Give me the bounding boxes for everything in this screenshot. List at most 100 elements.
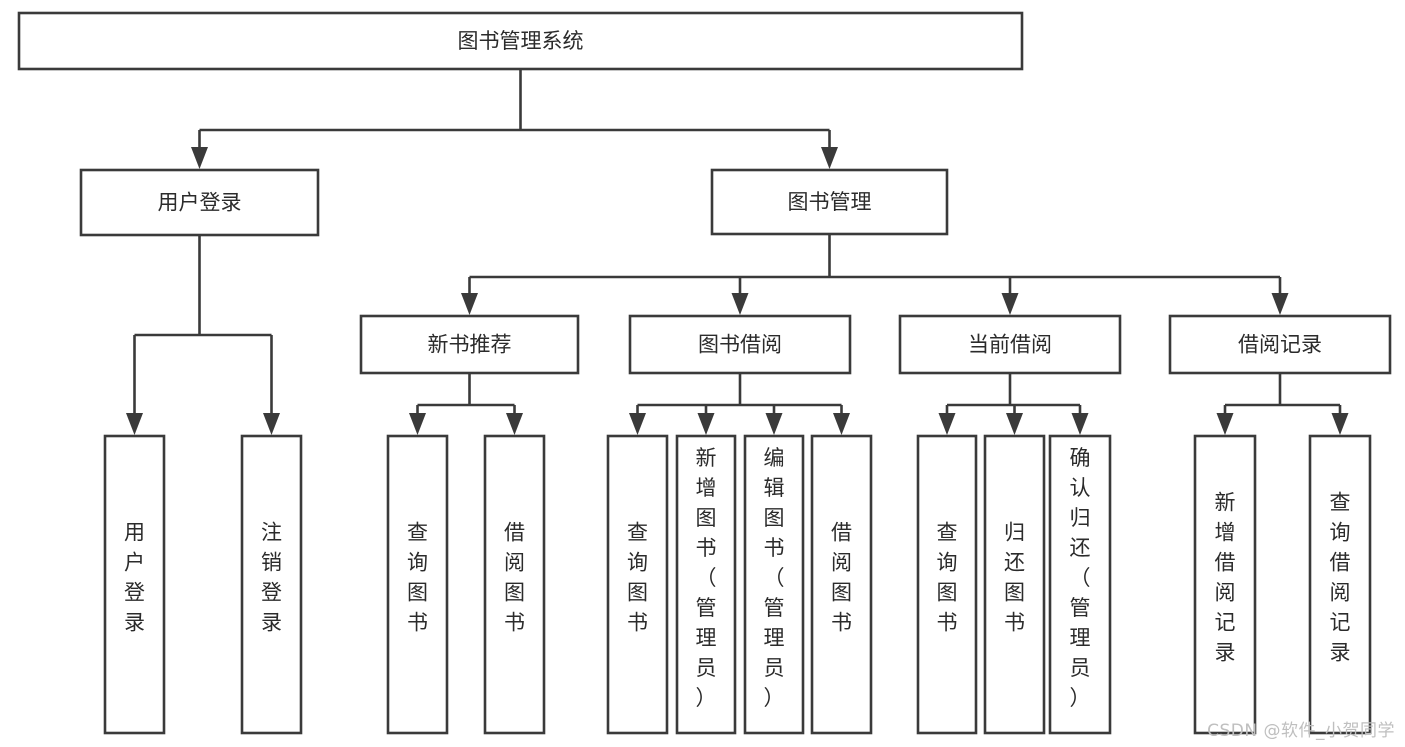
node-box-leaf-add-record[interactable] — [1193, 434, 1257, 735]
arrow-head-icon — [461, 293, 478, 315]
node-label-borrow-record: 借阅记录 — [1238, 333, 1322, 357]
edge-root-to-book-manage — [821, 130, 838, 169]
node-label-user-login: 用户登录 — [158, 191, 242, 215]
node-leaf-borrow-book-2[interactable]: 借阅图书 — [810, 434, 873, 735]
node-label-leaf-add-book: 新增图书（管理员） — [696, 446, 717, 710]
edge-root-to-user-login — [191, 130, 208, 169]
edge-current-borrow-to-leaf-confirm-return — [1071, 405, 1089, 435]
node-leaf-borrow-book-1[interactable]: 借阅图书 — [483, 434, 546, 735]
node-leaf-edit-book[interactable]: 编辑图书（管理员） — [743, 434, 805, 735]
node-leaf-query-book-1[interactable]: 查询图书 — [386, 434, 449, 735]
node-label-leaf-borrow-book-2: 借阅图书 — [831, 521, 852, 635]
arrow-head-icon — [731, 293, 749, 315]
node-root[interactable]: 图书管理系统 — [17, 11, 1024, 71]
arrow-head-icon — [191, 147, 208, 169]
node-box-book-manage[interactable] — [710, 168, 949, 236]
node-leaf-confirm-return[interactable]: 确认归还（管理员） — [1048, 434, 1112, 735]
node-box-leaf-borrow-book-1[interactable] — [483, 434, 546, 735]
edge-current-borrow-to-leaf-query-book-3 — [938, 405, 956, 435]
node-box-leaf-add-book[interactable] — [675, 434, 737, 735]
arrow-head-icon — [1271, 293, 1289, 315]
arrow-head-icon — [409, 413, 426, 435]
node-box-leaf-query-record[interactable] — [1308, 434, 1372, 735]
node-box-leaf-borrow-book-2[interactable] — [810, 434, 873, 735]
arrow-head-icon — [1331, 413, 1349, 435]
node-box-leaf-user-login[interactable] — [103, 434, 166, 735]
arrow-head-icon — [821, 147, 838, 169]
bus-user-login — [134, 235, 272, 337]
node-label-leaf-borrow-book-1: 借阅图书 — [504, 521, 525, 635]
node-label-book-manage: 图书管理 — [788, 190, 872, 214]
arrow-head-icon — [697, 413, 715, 435]
node-label-leaf-logout: 注销登录 — [261, 521, 282, 635]
node-leaf-logout[interactable]: 注销登录 — [240, 434, 303, 735]
edge-book-manage-to-new-book-rec — [461, 277, 478, 315]
node-leaf-user-login[interactable]: 用户登录 — [103, 434, 166, 735]
edge-book-manage-to-book-borrow — [731, 277, 749, 315]
bus-borrow-record — [1225, 373, 1340, 407]
node-label-leaf-user-login: 用户登录 — [124, 521, 145, 635]
bus-root — [199, 69, 830, 132]
node-label-leaf-query-record: 查询借阅记录 — [1330, 491, 1351, 665]
edge-borrow-record-to-leaf-query-record — [1331, 405, 1349, 435]
arrow-head-icon — [1216, 413, 1234, 435]
node-box-leaf-query-book-3[interactable] — [916, 434, 978, 735]
bus-current-borrow — [947, 373, 1080, 407]
node-leaf-query-book-3[interactable]: 查询图书 — [916, 434, 978, 735]
edge-book-borrow-to-leaf-query-book-2 — [629, 405, 646, 435]
edge-borrow-record-to-leaf-add-record — [1216, 405, 1234, 435]
edge-book-manage-to-current-borrow — [1001, 277, 1019, 315]
node-label-new-book-rec: 新书推荐 — [428, 333, 512, 357]
node-box-root[interactable] — [17, 11, 1024, 71]
node-book-borrow[interactable]: 图书借阅 — [628, 314, 852, 375]
node-box-new-book-rec[interactable] — [359, 314, 580, 375]
node-box-leaf-confirm-return[interactable] — [1048, 434, 1112, 735]
node-layer: 图书管理系统用户登录图书管理新书推荐图书借阅当前借阅借阅记录用户登录注销登录查询… — [17, 11, 1392, 735]
node-new-book-rec[interactable]: 新书推荐 — [359, 314, 580, 375]
node-box-leaf-edit-book[interactable] — [743, 434, 805, 735]
bus-new-book-rec — [417, 373, 515, 407]
edge-user-login-to-leaf-logout — [263, 335, 280, 435]
node-box-user-login[interactable] — [79, 168, 320, 237]
node-box-borrow-record[interactable] — [1168, 314, 1392, 375]
node-leaf-query-record[interactable]: 查询借阅记录 — [1308, 434, 1372, 735]
node-label-book-borrow: 图书借阅 — [698, 333, 782, 357]
arrow-head-icon — [833, 413, 850, 435]
node-label-leaf-query-book-2: 查询图书 — [627, 521, 648, 635]
node-label-leaf-query-book-1: 查询图书 — [407, 521, 428, 635]
node-leaf-add-record[interactable]: 新增借阅记录 — [1193, 434, 1257, 735]
node-box-leaf-logout[interactable] — [240, 434, 303, 735]
node-borrow-record[interactable]: 借阅记录 — [1168, 314, 1392, 375]
arrow-head-icon — [1006, 413, 1023, 435]
arrow-head-icon — [765, 413, 783, 435]
node-label-leaf-query-book-3: 查询图书 — [937, 521, 958, 635]
edge-current-borrow-to-leaf-return-book — [1006, 405, 1023, 435]
arrow-head-icon — [126, 413, 143, 435]
node-user-login[interactable]: 用户登录 — [79, 168, 320, 237]
node-leaf-add-book[interactable]: 新增图书（管理员） — [675, 434, 737, 735]
node-leaf-query-book-2[interactable]: 查询图书 — [606, 434, 669, 735]
node-label-leaf-add-record: 新增借阅记录 — [1215, 491, 1236, 665]
edge-new-book-rec-to-leaf-query-book-1 — [409, 405, 426, 435]
node-box-leaf-return-book[interactable] — [983, 434, 1046, 735]
edge-book-borrow-to-leaf-borrow-book-2 — [833, 405, 850, 435]
arrow-head-icon — [629, 413, 646, 435]
node-current-borrow[interactable]: 当前借阅 — [898, 314, 1122, 375]
node-box-leaf-query-book-2[interactable] — [606, 434, 669, 735]
edge-book-borrow-to-leaf-add-book — [697, 405, 715, 435]
node-book-manage[interactable]: 图书管理 — [710, 168, 949, 236]
arrow-head-icon — [1001, 293, 1019, 315]
edge-book-borrow-to-leaf-edit-book — [765, 405, 783, 435]
node-box-current-borrow[interactable] — [898, 314, 1122, 375]
node-label-leaf-confirm-return: 确认归还（管理员） — [1070, 446, 1091, 710]
node-box-book-borrow[interactable] — [628, 314, 852, 375]
node-leaf-return-book[interactable]: 归还图书 — [983, 434, 1046, 735]
node-label-leaf-edit-book: 编辑图书（管理员） — [764, 446, 785, 710]
bus-book-manage — [469, 234, 1280, 279]
node-label-current-borrow: 当前借阅 — [968, 333, 1052, 357]
node-box-leaf-query-book-1[interactable] — [386, 434, 449, 735]
node-label-leaf-return-book: 归还图书 — [1004, 521, 1025, 635]
arrow-head-icon — [263, 413, 280, 435]
